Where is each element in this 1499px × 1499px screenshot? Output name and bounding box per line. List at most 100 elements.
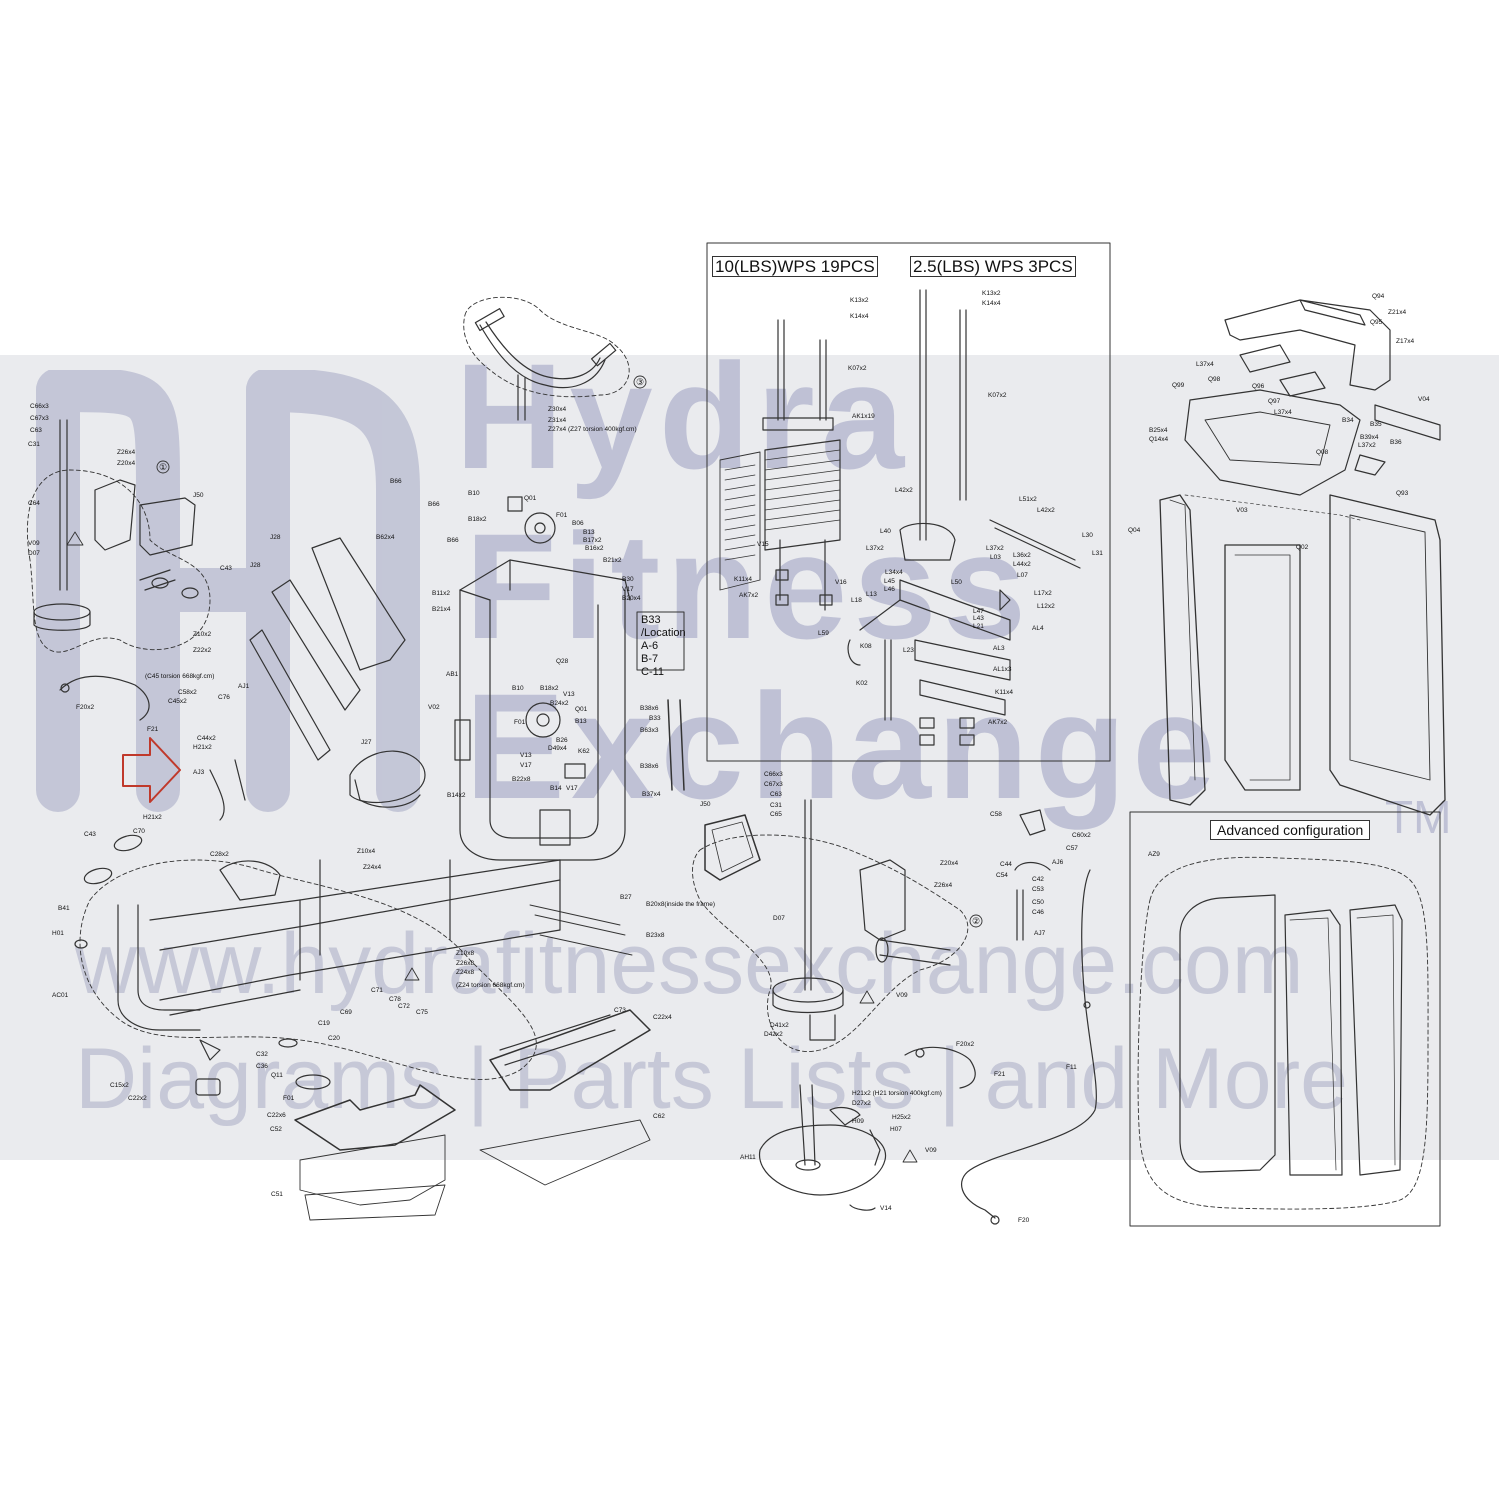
callout-c156: Q98 (1208, 376, 1221, 383)
callout-c54: C15x2 (110, 1082, 129, 1089)
b33-location-note: B33 /Location A-6 B-7 C-11 (641, 614, 686, 679)
watermark-brand-line-3: Exchange (465, 662, 1222, 830)
side-panels (1159, 494, 1446, 816)
callout-c99: B14x2 (447, 792, 466, 799)
callout-c117: K07x2 (988, 392, 1007, 399)
callout-c188: C42 (1032, 876, 1044, 883)
watermark-band (0, 355, 1499, 1160)
callout-c93: K62 (578, 748, 590, 755)
callout-c41: Z26x8 (456, 960, 475, 967)
callout-c65: Z27x4 (548, 426, 567, 433)
callout-c104: B37x4 (642, 791, 661, 798)
callout-c40: Z10x8 (456, 950, 475, 957)
callout-c202: H25x2 (892, 1114, 911, 1121)
callout-c35: B41 (58, 905, 70, 912)
callout-c30: J27 (361, 739, 372, 746)
callout-c198: F21 (994, 1071, 1006, 1078)
callout-c34: C28x2 (210, 851, 229, 858)
callout-c49: C19 (318, 1020, 330, 1027)
callout-c190: C50 (1032, 899, 1044, 906)
callout-c67: B10 (468, 490, 480, 497)
callout-c48: C69 (340, 1009, 352, 1016)
advanced-config-box (1129, 811, 1441, 1227)
callout-c159: Q97 (1268, 398, 1281, 405)
callout-c166: B39x4 (1360, 434, 1379, 441)
callout-c124: L37x2 (866, 545, 884, 552)
callout-c189: C53 (1032, 886, 1044, 893)
callout-c106: B20x8(inside the frame) (646, 901, 716, 908)
callout-c136: L13 (866, 591, 877, 598)
callout-c120: L42x2 (1037, 507, 1055, 514)
b33-note-line: /Location (641, 627, 686, 639)
callout-c76: B30 (622, 576, 634, 583)
callout-c90: B13 (575, 718, 587, 725)
callout-c176: C63 (770, 791, 782, 798)
callout-c129: V16 (835, 579, 847, 586)
callout-c195: D41x2 (770, 1022, 789, 1029)
seat-assembly-1 (26, 419, 211, 653)
callout-c122: L31 (1092, 550, 1103, 557)
callout-c138: L12x2 (1037, 603, 1055, 610)
callout-c171: Q04 (1128, 527, 1141, 534)
callout-c70: F01 (556, 512, 568, 519)
callout-c199: F11 (1066, 1064, 1077, 1071)
callout-c92: D49x4 (548, 745, 567, 752)
callout-c98: V17 (566, 785, 578, 792)
b33-note-line: B-7 (641, 653, 659, 665)
callout-c175: C67x3 (764, 781, 783, 788)
callout-c152: Z21x4 (1388, 309, 1407, 316)
callout-c108: K13x2 (850, 297, 869, 304)
callout-c81: AB1 (446, 671, 459, 678)
callout-c72: B13 (583, 529, 595, 536)
callout-c168: Q08 (1316, 449, 1329, 456)
callout-c82: V02 (428, 704, 440, 711)
callout-c125: L37x2 (986, 545, 1004, 552)
callout-c119: L51x2 (1019, 496, 1037, 503)
callout-c96: B22x8 (512, 776, 531, 783)
callout-c148: K02 (856, 680, 868, 687)
weight-box-title-right: 2.5(LBS) WPS 3PCS (910, 256, 1076, 277)
callout-c162: B25x4 (1149, 427, 1168, 434)
weight-stack (719, 289, 1081, 746)
callout-c3: C63 (30, 427, 42, 434)
callout-c27: C44x2 (197, 735, 216, 742)
callout-c36: H01 (52, 930, 64, 937)
disc-parts (195, 904, 633, 1096)
callout-c151: Q94 (1372, 293, 1385, 300)
callout-c21: C58x2 (178, 689, 197, 696)
b33-note-line: B33 (641, 614, 661, 626)
callout-c79: B11x2 (432, 590, 450, 597)
callout-c192: AJ7 (1034, 930, 1046, 937)
callout-c111: AK1x19 (852, 413, 875, 420)
callout-c174: C66x3 (764, 771, 783, 778)
callout-c161: V04 (1418, 396, 1430, 403)
cable-f11 (59, 675, 1097, 1225)
callout-c10: D07 (28, 550, 40, 557)
callout-c62: C62 (653, 1113, 665, 1120)
callout-c187: AJ6 (1052, 859, 1064, 866)
callout-c61: C22x4 (653, 1014, 672, 1021)
callout-c209: AZ9 (1148, 851, 1160, 858)
callout-c47: C75 (416, 1009, 428, 1016)
callout-c45: C78 (389, 996, 401, 1003)
callout-c28: H21x2 (193, 744, 212, 751)
aj3-bracket (209, 759, 246, 821)
callout-c57: C22x6 (267, 1112, 286, 1119)
foot-plate-c52 (294, 1084, 456, 1221)
callout-c2: C67x3 (30, 415, 49, 422)
callout-c208: F20 (1018, 1217, 1030, 1224)
callout-c207: V14 (880, 1205, 892, 1212)
callout-c71: B06 (572, 520, 584, 527)
callout-c196: D42x2 (764, 1031, 783, 1038)
callout-c134: L07 (1017, 572, 1028, 579)
callout-c197: F20x2 (956, 1041, 975, 1048)
callout-c55: C22x2 (128, 1095, 147, 1102)
callout-c20: (C45 torsion 668kgf.cm) (145, 673, 215, 680)
main-frame-tower (454, 496, 631, 861)
callout-c169: B36 (1390, 439, 1402, 446)
callout-c75: B21x2 (603, 557, 622, 564)
callout-c137: L17x2 (1034, 590, 1052, 597)
callout-c146: L23 (903, 647, 914, 654)
callout-c88: Q01 (575, 706, 588, 713)
